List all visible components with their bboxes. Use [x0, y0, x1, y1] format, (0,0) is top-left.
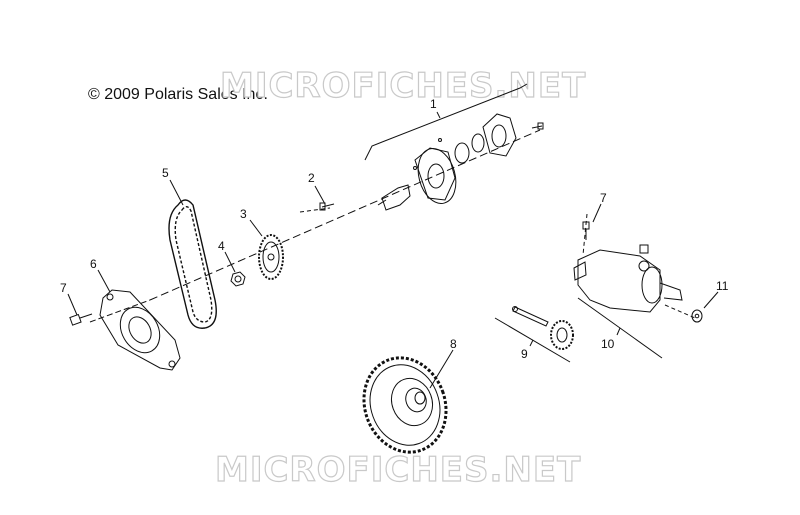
callout-11: 11 [716, 279, 729, 293]
callout-9: 9 [521, 347, 528, 361]
watermark-top: MICROFICHES.NET [219, 65, 587, 106]
cover-plate-part [99, 289, 181, 371]
bolt-part-7a [69, 313, 93, 326]
bracket-1-leader [436, 111, 441, 119]
oil-pump-assembly [377, 113, 544, 211]
nut-part [230, 271, 246, 287]
callout-1: 1 [430, 97, 437, 111]
large-gear-part [362, 356, 448, 454]
washer-axis [664, 304, 696, 319]
starter-motor-part [573, 244, 683, 313]
copyright-notice: © 2009 Polaris Sales Inc. [88, 86, 268, 103]
callout-4: 4 [218, 239, 225, 253]
sprocket-part [258, 234, 284, 280]
leader-6 [97, 269, 111, 293]
starter-gear-part [512, 306, 574, 350]
bracket-1 [364, 83, 528, 161]
leader-11 [703, 291, 719, 309]
bolt-axis-left [89, 299, 151, 323]
callout-7a: 7 [60, 281, 67, 295]
leader-3 [249, 219, 263, 237]
callout-7b: 7 [600, 191, 607, 205]
washer-part [691, 309, 703, 323]
bolt-part-2 [319, 202, 335, 211]
leader-2 [314, 185, 326, 205]
callout-8: 8 [450, 337, 457, 351]
bracket-10-leader [616, 327, 621, 336]
callout-3: 3 [240, 207, 247, 221]
watermark-bottom: MICROFICHES.NET [214, 449, 582, 490]
callout-2: 2 [308, 171, 315, 185]
callout-10: 10 [601, 337, 615, 351]
callout-6: 6 [90, 257, 97, 271]
leader-7a [67, 293, 78, 316]
leader-8 [429, 349, 454, 389]
leader-7b [592, 203, 602, 223]
leader-5 [169, 179, 184, 206]
bracket-9-leader [529, 339, 534, 347]
callout-5: 5 [162, 166, 169, 180]
center-axis [149, 129, 541, 301]
chain-part [168, 199, 217, 329]
bolt-part-7b [582, 221, 590, 240]
bolt-axis-2 [299, 207, 331, 213]
leader-4 [224, 251, 236, 273]
